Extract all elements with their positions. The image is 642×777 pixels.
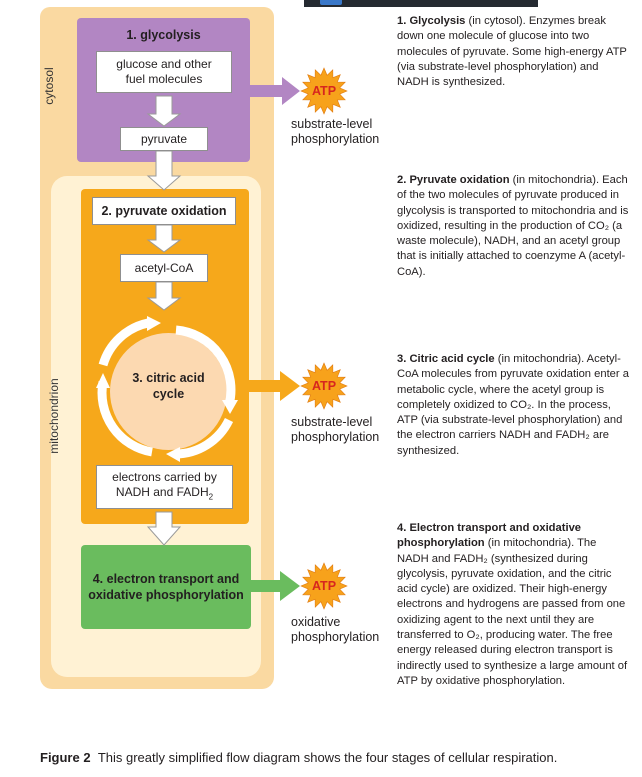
arrow-oxidation-to-acetyl	[146, 224, 182, 253]
substrate-level-label-1: substrate-level phosphorylation	[291, 117, 380, 146]
cycle-arc-left	[97, 381, 153, 457]
arrow-cycle-atp	[249, 371, 300, 401]
down-arrows	[146, 95, 182, 546]
atp-text-3: ATP	[312, 579, 336, 593]
cycle-arrowhead-1	[222, 400, 238, 414]
cycle-arrowhead-3	[147, 316, 161, 331]
citric-acid-cycle-circle	[110, 333, 227, 450]
description-4-text: (in mitochondria). The NADH and FADH₂ (s…	[397, 537, 628, 687]
description-2-text: (in mitochondria). Each of the two molec…	[397, 174, 629, 278]
electrons-box: electrons carried by NADH and FADH2	[96, 465, 233, 509]
electrons-subscript: 2	[208, 492, 214, 502]
description-3-title: 3. Citric acid cycle	[397, 353, 495, 365]
description-3: 3. Citric acid cycle (in mitochondria). …	[397, 352, 629, 459]
arrow-glucose-to-pyruvate	[146, 95, 182, 127]
arrow-etc-atp	[251, 571, 300, 601]
electrons-text: electrons carried by NADH and FADH2	[97, 470, 232, 504]
pyruvate-oxidation-box: 2. pyruvate oxidation	[92, 197, 236, 225]
top-bar-chip	[320, 0, 342, 5]
cycle-arrowhead-4	[166, 447, 180, 462]
arrow-pyruvate-to-oxidation	[146, 150, 182, 191]
electrons-label: electrons carried by NADH and FADH	[112, 469, 217, 499]
atp-text-1: ATP	[312, 84, 336, 98]
description-4-title: 4. Electron transport and oxidative phos…	[397, 522, 582, 550]
citric-acid-cycle-label: 3. citric acid cycle	[132, 371, 205, 401]
arrow-cycle-to-etc	[146, 511, 182, 546]
caption-text: This greatly simplified flow diagram sho…	[97, 750, 558, 765]
etc-box	[81, 545, 251, 629]
description-1-text: (in cytosol). Enzymes break down one mol…	[397, 15, 627, 89]
atp-star-3: ATP	[300, 562, 348, 610]
acetyl-coa-box: acetyl-CoA	[120, 254, 208, 282]
substrate-level-label-2: substrate-level phosphorylation	[291, 415, 380, 444]
atp-star-1: ATP	[300, 67, 348, 115]
glycolysis-title: 1. glycolysis	[126, 28, 201, 42]
description-3-text: (in mitochondria). Acetyl-CoA molecules …	[397, 353, 629, 457]
glucose-box: glucose and other fuel molecules	[96, 51, 232, 93]
atp-star-2: ATP	[300, 362, 348, 410]
pyruvate-box: pyruvate	[120, 127, 208, 151]
description-4: 4. Electron transport and oxidative phos…	[397, 521, 629, 689]
top-bar	[304, 0, 538, 7]
description-2-title: 2. Pyruvate oxidation	[397, 174, 510, 186]
arrow-acetyl-to-cycle	[146, 281, 182, 311]
description-1-title: 1. Glycolysis	[397, 15, 466, 27]
cycle-arc-top	[98, 318, 150, 367]
figure-caption: Figure 2 This greatly simplified flow di…	[40, 750, 557, 765]
cycle-arc-right	[175, 325, 236, 407]
caption-label: Figure 2	[40, 750, 91, 765]
etc-label: 4. electron transport and oxidative phos…	[88, 572, 244, 602]
cycle-arrowheads	[96, 316, 238, 462]
cycle-arc-bottom	[174, 417, 234, 459]
description-2: 2. Pyruvate oxidation (in mitochondria).…	[397, 173, 629, 280]
oxidative-label: oxidative phosphorylation	[291, 615, 380, 644]
arrow-glycolysis-atp	[250, 77, 300, 105]
description-1: 1. Glycolysis (in cytosol). Enzymes brea…	[397, 14, 629, 90]
atp-text-2: ATP	[312, 379, 336, 393]
cycle-arrows	[97, 318, 236, 459]
cycle-arrowhead-2	[96, 373, 110, 388]
